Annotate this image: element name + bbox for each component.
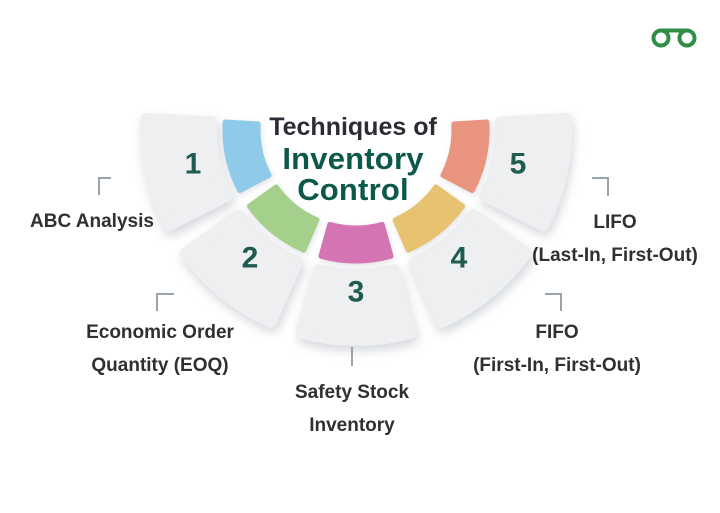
label-line: (First-In, First-Out) [473, 355, 641, 376]
segment-wedge-2 [180, 209, 303, 328]
segment-number-4: 4 [451, 242, 468, 275]
logo-strokes [651, 28, 697, 48]
segment-arc-4 [392, 184, 466, 253]
label-line: LIFO [593, 212, 637, 233]
label-line: Economic Order [86, 322, 234, 343]
segment-wedge-4 [409, 209, 532, 328]
label-line: Quantity (EOQ) [91, 355, 229, 376]
connector-line-3 [351, 347, 353, 366]
label-line: (Last-In, First-Out) [532, 245, 698, 266]
segment-number-3: 3 [348, 276, 365, 309]
segment-arc-1 [222, 119, 272, 193]
label-line: Safety Stock [294, 382, 410, 403]
label-line: ABC Analysis [30, 211, 154, 232]
arc-group [222, 119, 490, 264]
segment-arc-3 [318, 221, 394, 264]
title-main-line2: Control [297, 172, 409, 207]
connector-bracket-4 [545, 293, 562, 311]
title-main-line1: Inventory [282, 141, 424, 176]
segment-wedge-1 [140, 113, 233, 232]
segment-label-5: LIFO (Last-In, First-Out) [532, 206, 698, 272]
segment-arc-2 [246, 184, 320, 253]
segment-arc-5 [440, 119, 490, 193]
segment-wedge-3 [295, 264, 417, 347]
segment-label-3: Safety Stock Inventory [295, 376, 409, 442]
segment-number-2: 2 [242, 242, 259, 275]
number-group: 1 2 3 4 5 [185, 148, 527, 309]
geeksforgeeks-logo-icon [651, 28, 697, 48]
segment-label-2: Economic Order Quantity (EOQ) [86, 316, 234, 382]
label-line: FIFO [535, 322, 579, 343]
segment-number-5: 5 [510, 148, 527, 181]
connector-bracket-1 [98, 177, 111, 195]
connector-bracket-2 [156, 293, 174, 311]
segment-number-1: 1 [185, 148, 202, 181]
segment-label-1: ABC Analysis [30, 205, 154, 238]
segment-wedge-5 [479, 113, 572, 232]
diagram-title: Techniques of Inventory Control [269, 112, 437, 205]
title-prefix: Techniques of [269, 113, 437, 141]
segment-label-4: FIFO (First-In, First-Out) [473, 316, 641, 382]
wedge-group [140, 113, 572, 347]
label-line: Inventory [309, 415, 395, 436]
connector-bracket-5 [592, 177, 609, 196]
